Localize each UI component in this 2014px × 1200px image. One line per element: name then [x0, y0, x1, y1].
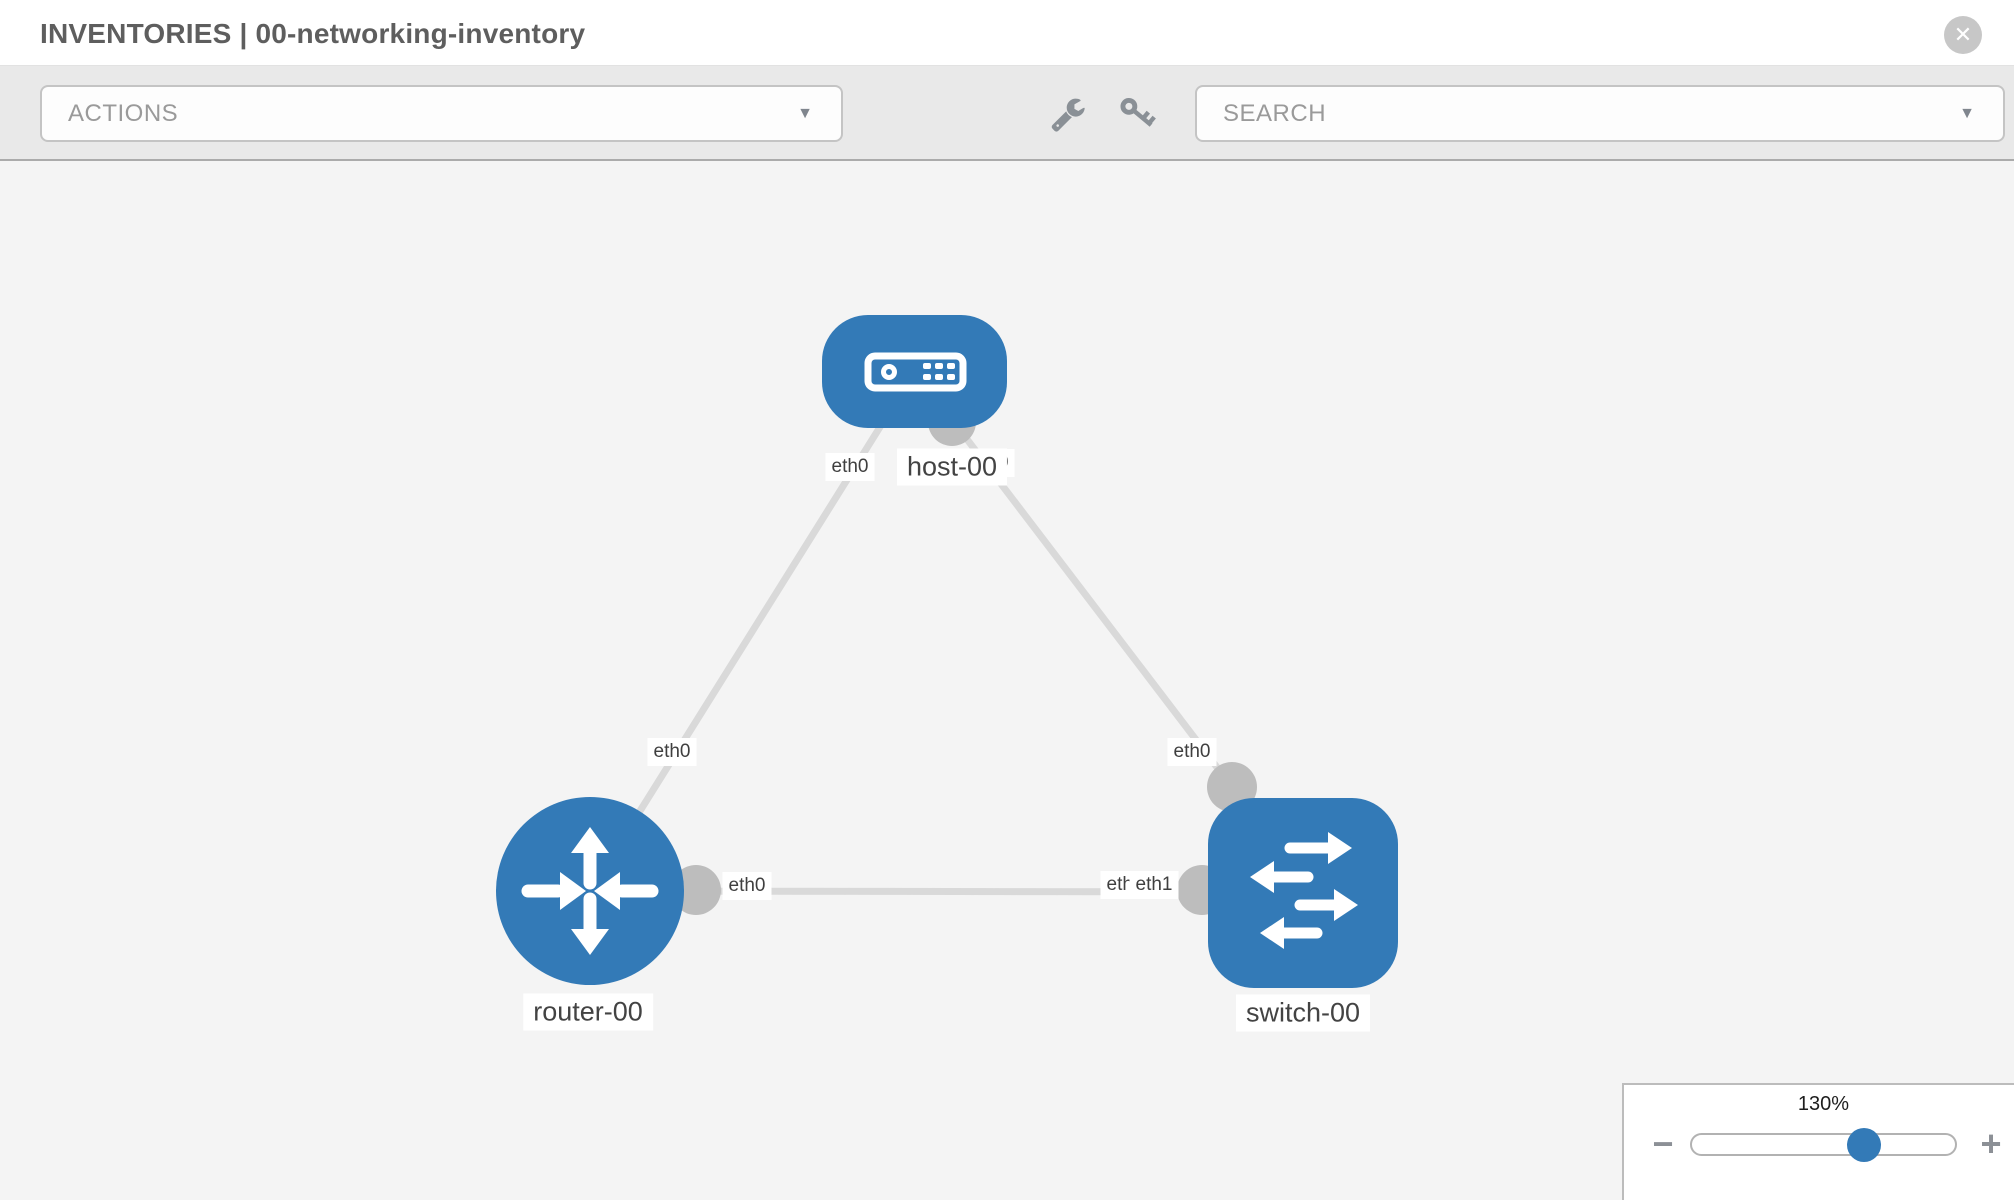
interface-label: eth0	[647, 738, 697, 766]
node-label-host: host-00	[896, 448, 1008, 486]
close-button[interactable]: ✕	[1944, 16, 1982, 54]
node-router-00[interactable]	[496, 797, 684, 985]
chevron-down-icon: ▼	[1959, 105, 1975, 122]
switch-icon	[1250, 832, 1358, 949]
key-icon	[1117, 93, 1159, 140]
actions-dropdown-label: ACTIONS	[68, 100, 179, 127]
node-label-router: router-00	[523, 993, 653, 1031]
node-switch-00[interactable]	[1208, 798, 1398, 988]
interface-label: eth0	[722, 872, 772, 900]
zoom-panel: 130% − +	[1622, 1083, 2014, 1200]
configure-button[interactable]	[1048, 96, 1088, 136]
panel-header: INVENTORIES | 00-networking-inventory ✕	[0, 0, 2014, 66]
interface-label: eth1	[1129, 871, 1179, 899]
topology-canvas[interactable]: eth0 eth0 eth0 eth0 eth0 eth0 eth1 host-…	[0, 161, 2014, 1200]
plus-icon: +	[1980, 1123, 2002, 1164]
topology-svg	[496, 315, 1398, 988]
node-host-00[interactable]	[822, 315, 1007, 428]
host-icon	[864, 352, 967, 392]
close-icon: ✕	[1953, 22, 1973, 47]
credentials-button[interactable]	[1118, 96, 1158, 136]
search-dropdown[interactable]: SEARCH ▼	[1195, 85, 2005, 142]
link-host-switch[interactable]	[912, 368, 1235, 790]
interface-label: eth0	[1167, 738, 1217, 766]
zoom-level: 130%	[1797, 1093, 1850, 1115]
node-label-switch: switch-00	[1235, 994, 1371, 1032]
toolbar: ACTIONS ▼ SEARCH ▼	[0, 66, 2014, 161]
actions-dropdown[interactable]: ACTIONS ▼	[40, 85, 843, 142]
wrench-icon	[1050, 96, 1086, 137]
router-icon	[521, 827, 659, 955]
connector-router-right	[671, 865, 721, 915]
zoom-slider[interactable]	[1690, 1128, 1957, 1162]
minus-icon: −	[1652, 1123, 1674, 1164]
page-title: INVENTORIES | 00-networking-inventory	[40, 18, 586, 49]
interface-label: eth0	[825, 453, 875, 481]
zoom-slider-thumb[interactable]	[1847, 1128, 1881, 1162]
chevron-down-icon: ▼	[797, 105, 813, 122]
zoom-out-button[interactable]: −	[1644, 1123, 1682, 1164]
zoom-in-button[interactable]: +	[1972, 1123, 2010, 1164]
search-placeholder: SEARCH	[1223, 100, 1327, 127]
